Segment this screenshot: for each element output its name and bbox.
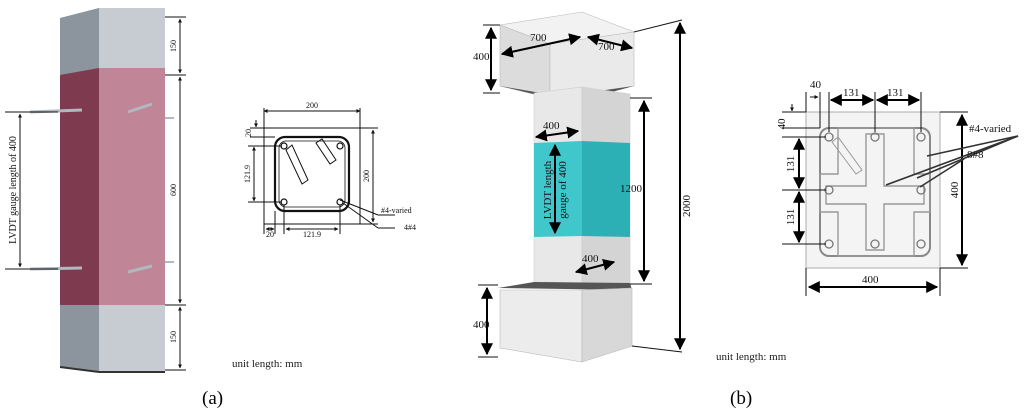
specimen-side — [60, 68, 99, 305]
dim-b-block-height-top: 400 — [473, 51, 490, 63]
dim-b-column-depth: 400 — [582, 253, 599, 265]
dim-b-total-height: 2000 — [681, 195, 693, 218]
lvdt-label-b-1: LVDT length — [542, 160, 554, 219]
dim-b-cover-y: 40 — [776, 118, 788, 130]
dim-a-cover-bottom: 20 — [266, 230, 274, 239]
dim-a-middle: 600 — [169, 184, 178, 196]
dim-b-section-width: 400 — [862, 274, 879, 286]
rebar-a-long: 4#4 — [404, 223, 416, 232]
dim-b-column-width: 400 — [543, 120, 560, 132]
panel-b: 700 700 400 400 400 LVDT length gauge of… — [473, 11, 1019, 409]
dim-a-bottom-block: 150 — [169, 331, 178, 343]
dim-b-spacing-v2: 131 — [785, 209, 797, 226]
dim-a-cover-top: 20 — [244, 129, 253, 137]
dim-a-height: 200 — [362, 170, 371, 182]
dim-b-column-height: 1200 — [620, 183, 643, 195]
lvdt-label-b-2: gauge of 400 — [557, 161, 569, 219]
rebar-b-long: 8#8 — [967, 149, 984, 161]
dim-b-block-width-1: 700 — [530, 32, 547, 44]
cross-section-b — [805, 111, 941, 269]
specimen-column-a — [29, 8, 174, 373]
panel-label-b: (b) — [730, 388, 752, 409]
unit-note-b: unit length: mm — [716, 351, 787, 363]
dim-a-width: 200 — [306, 101, 318, 110]
dim-b-cover-x: 40 — [810, 79, 822, 91]
bottom-grip — [99, 305, 165, 372]
dim-a-inner-height: 121.9 — [243, 165, 252, 183]
specimen-front — [99, 68, 165, 305]
rebar-b-stirrup: #4-varied — [969, 123, 1012, 135]
unit-note-a: unit length: mm — [232, 358, 303, 370]
dim-b-section-height: 400 — [949, 181, 961, 198]
dim-a-top-block: 150 — [169, 40, 178, 52]
rebar-a-stirrup: #4-varied — [381, 206, 412, 215]
dim-b-block-width-2: 700 — [598, 41, 615, 53]
cross-section-a — [263, 127, 361, 225]
panel-a: LVDT gauge length of 400 150 600 150 200 — [5, 8, 416, 409]
lvdt-gauge-label-a: LVDT gauge length of 400 — [8, 136, 19, 244]
dim-b-block-height-bottom: 400 — [473, 319, 490, 331]
bottom-block-front — [499, 289, 583, 363]
dim-a-inner-width: 121.9 — [303, 230, 321, 239]
dim-b-spacing-v1: 131 — [785, 156, 797, 173]
panel-label-a: (a) — [202, 388, 223, 409]
dim-b-spacing-2: 131 — [887, 87, 904, 99]
lvdt-zone-right — [582, 141, 630, 237]
bottom-block-side — [581, 287, 633, 363]
dim-b-spacing-1: 131 — [843, 87, 860, 99]
